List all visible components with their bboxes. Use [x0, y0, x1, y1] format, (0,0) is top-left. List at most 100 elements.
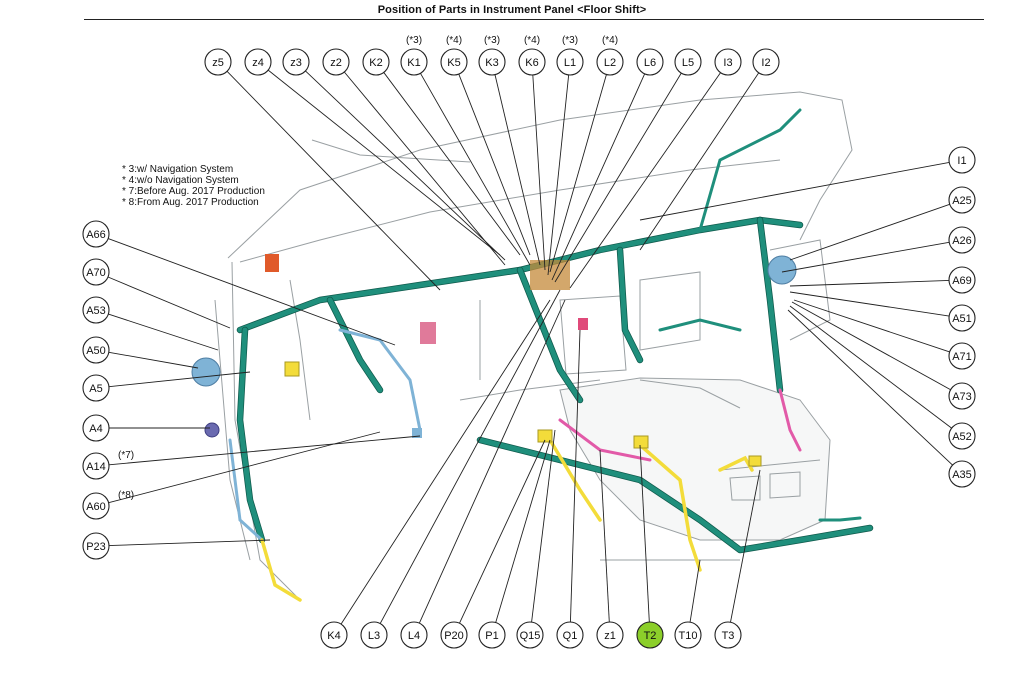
- callout-circle: [322, 48, 350, 76]
- leader-line-z3: [305, 70, 506, 261]
- leader-line-A53: [108, 313, 219, 351]
- legend-line: * 8:From Aug. 2017 Production: [122, 197, 259, 208]
- legend-line: * 4:w/o Navigation System: [122, 175, 239, 186]
- callout-circle: [82, 492, 110, 520]
- callout-circle: [82, 296, 110, 324]
- callout-A66: A66: [82, 220, 110, 248]
- callout-label: P20: [444, 630, 464, 642]
- leader-line-A71: [793, 299, 950, 353]
- callout-label: K1: [407, 57, 420, 69]
- callout-label: z4: [252, 57, 264, 69]
- callout-circle: [948, 226, 976, 254]
- callout-note: (*4): [524, 35, 540, 46]
- connector-yellow: [537, 429, 553, 443]
- leader-line-I2: [639, 72, 760, 251]
- callout-circle: [714, 48, 742, 76]
- blue-component: [204, 422, 220, 438]
- callout-circle: [244, 48, 272, 76]
- callout-A35: A35: [948, 460, 976, 488]
- callout-note: (*3): [562, 35, 578, 46]
- callout-label: A60: [86, 501, 106, 513]
- leader-line-L2: [549, 74, 607, 273]
- callout-A4: A4: [82, 414, 110, 442]
- leader-line-A70: [107, 276, 231, 329]
- leader-line-L6: [551, 73, 646, 281]
- callout-L6: L6: [636, 48, 664, 76]
- callout-label: P1: [485, 630, 498, 642]
- callout-A5: A5: [82, 374, 110, 402]
- callout-label: K5: [447, 57, 460, 69]
- callout-z2: z2: [322, 48, 350, 76]
- callout-label: A71: [952, 351, 972, 363]
- leader-line-K3: [494, 74, 541, 266]
- leader-line-A26: [781, 241, 950, 273]
- callout-label: L2: [604, 57, 616, 69]
- connector-pink: [420, 322, 436, 344]
- instrument-panel-outline: [214, 91, 853, 601]
- callout-circle: [636, 48, 664, 76]
- callout-A51: A51: [948, 304, 976, 332]
- junction-block: [530, 260, 570, 290]
- title-rule: [84, 19, 984, 20]
- leader-lines: [107, 69, 953, 625]
- callout-circle: [674, 48, 702, 76]
- callout-label: A35: [952, 469, 972, 481]
- callout-circle: [82, 220, 110, 248]
- leader-line-A5: [108, 371, 251, 388]
- callout-circle: [596, 621, 624, 649]
- callout-label: z1: [604, 630, 616, 642]
- callout-label: z2: [330, 57, 342, 69]
- callout-A50: A50: [82, 336, 110, 364]
- legend-line: * 3:w/ Navigation System: [122, 164, 234, 175]
- callout-Q15: Q15: [516, 621, 544, 649]
- callout-A25: A25: [948, 186, 976, 214]
- leader-line-A25: [789, 203, 950, 261]
- callout-circle: [556, 48, 584, 76]
- leader-line-T2: [639, 444, 650, 623]
- callout-label: A52: [952, 431, 972, 443]
- callout-L4: L4: [400, 621, 428, 649]
- callout-label: A25: [952, 195, 972, 207]
- callout-circle: [948, 146, 976, 174]
- callout-circle: [400, 621, 428, 649]
- callout-A71: A71: [948, 342, 976, 370]
- callout-circle: [948, 382, 976, 410]
- leader-line-L3: [379, 289, 561, 624]
- callout-A53: A53: [82, 296, 110, 324]
- callout-circle: [82, 532, 110, 560]
- leader-line-K1: [420, 73, 531, 266]
- blue-component: [767, 255, 797, 285]
- connector-yellow: [748, 455, 762, 467]
- callout-A26: A26: [948, 226, 976, 254]
- callout-circle: [320, 621, 348, 649]
- callout-circle: [596, 48, 624, 76]
- callout-circle: [440, 621, 468, 649]
- legend: * 3:w/ Navigation System * 4:w/o Navigat…: [122, 164, 265, 208]
- callout-note: (*4): [446, 35, 462, 46]
- connector-yellow: [633, 435, 649, 449]
- callout-z3: z3: [282, 48, 310, 76]
- leader-line-Q1: [569, 329, 581, 623]
- callout-label: K2: [369, 57, 382, 69]
- callout-circle: [204, 48, 232, 76]
- leader-line-A66: [108, 238, 396, 346]
- callout-circle: [82, 374, 110, 402]
- callout-K6: K6(*4): [518, 35, 546, 76]
- leader-line-z2: [343, 71, 506, 266]
- callout-K4: K4: [320, 621, 348, 649]
- leader-line-K6: [532, 74, 546, 271]
- callout-I2: I2: [752, 48, 780, 76]
- leader-line-A73: [791, 301, 951, 391]
- callout-P1: P1: [478, 621, 506, 649]
- callout-circle: [362, 48, 390, 76]
- callout-label: A50: [86, 345, 106, 357]
- callout-label: L5: [682, 57, 694, 69]
- callout-label: L6: [644, 57, 656, 69]
- callout-label: A69: [952, 275, 972, 287]
- callout-label: I1: [957, 155, 966, 167]
- callout-A73: A73: [948, 382, 976, 410]
- callout-label: K4: [327, 630, 340, 642]
- callout-note: (*7): [118, 450, 134, 461]
- leader-line-L5: [554, 72, 682, 283]
